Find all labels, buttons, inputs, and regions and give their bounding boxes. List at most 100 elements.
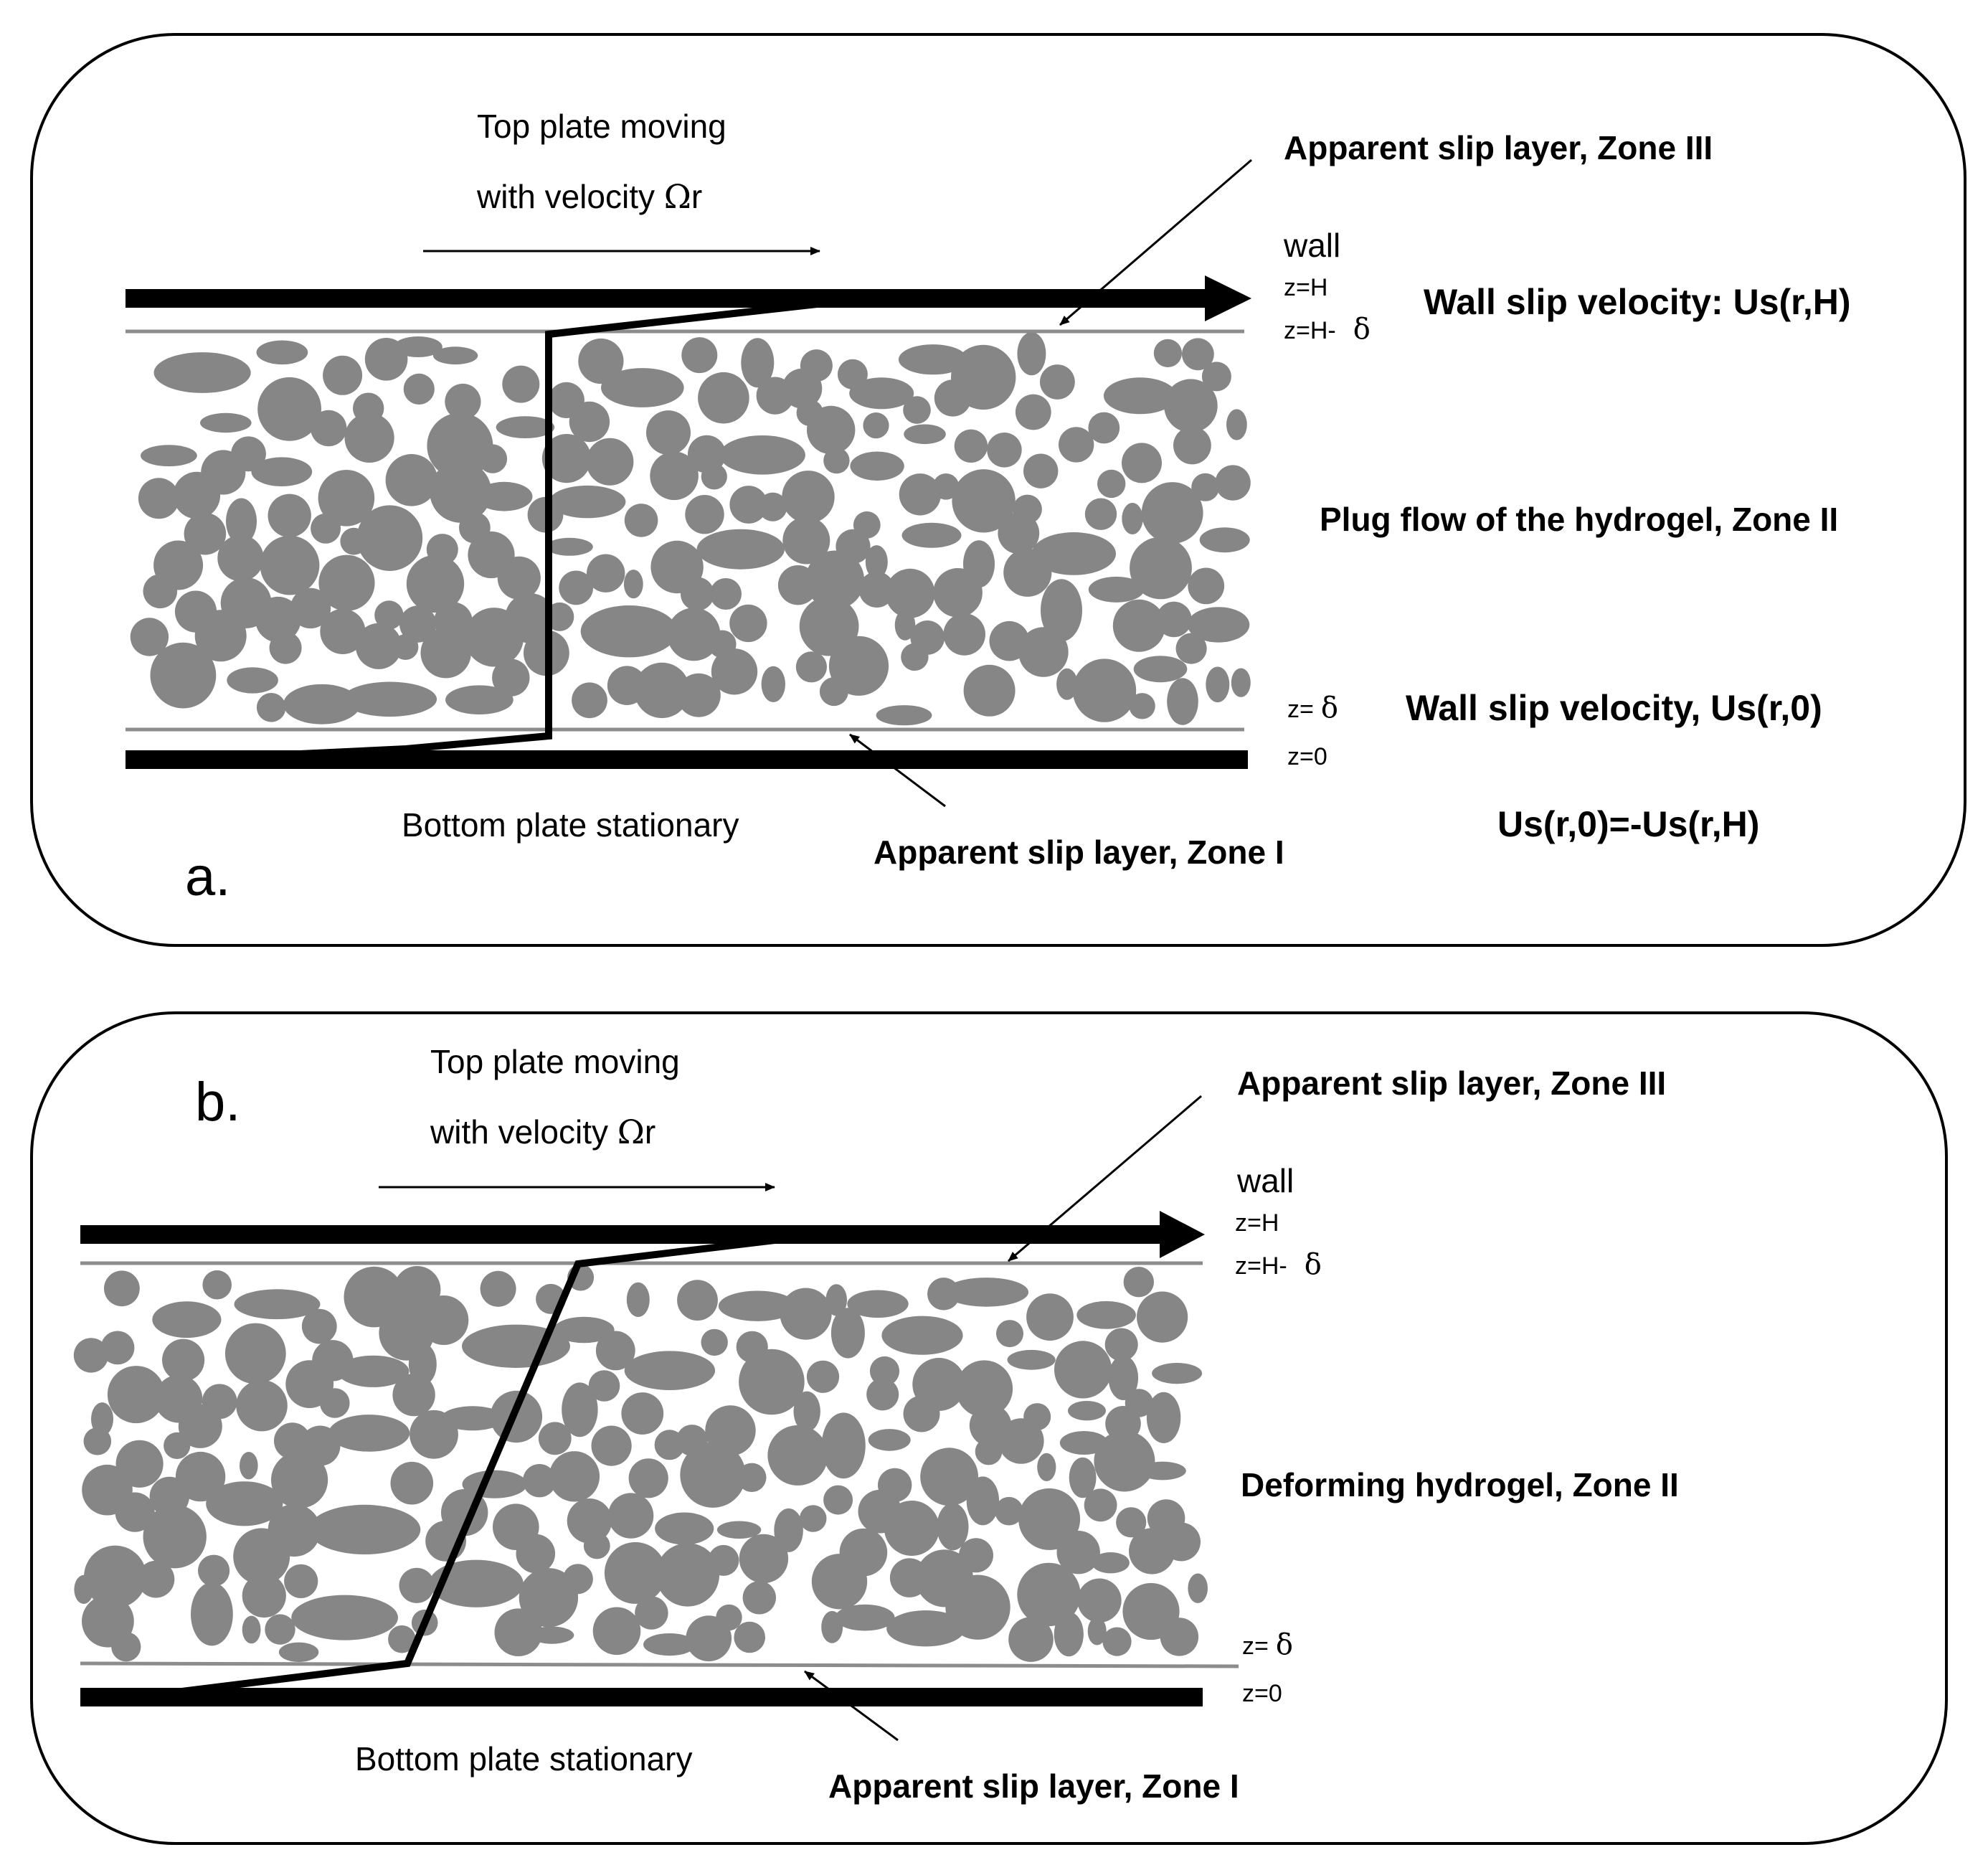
- hydrogel-particle: [445, 383, 481, 420]
- hydrogel-particle: [782, 471, 835, 524]
- hydrogel-particle: [538, 1422, 572, 1455]
- hydrogel-particle: [342, 681, 437, 717]
- hydrogel-particle: [1199, 527, 1250, 553]
- hydrogel-particle: [320, 608, 366, 655]
- hydrogel-particle: [567, 1498, 612, 1544]
- hydrogel-particle: [429, 1559, 524, 1607]
- hydrogel-particle: [1188, 1573, 1208, 1603]
- hydrogel-particle: [202, 1270, 232, 1300]
- hydrogel-particle: [688, 435, 726, 473]
- hydrogel-particle: [865, 545, 888, 579]
- hydrogel-particle: [628, 1458, 668, 1498]
- hydrogel-particle: [492, 658, 530, 697]
- hydrogel-particle: [1054, 1612, 1084, 1657]
- panel-label-a: a.: [185, 846, 230, 907]
- hydrogel-particle: [1018, 1488, 1081, 1550]
- zone1-pointer-arrow-a: [849, 733, 946, 808]
- hydrogel-particle: [399, 1567, 435, 1603]
- hydrogel-particle: [795, 651, 827, 683]
- hydrogel-particle: [1072, 658, 1137, 722]
- hydrogel-particle: [927, 1278, 960, 1311]
- hydrogel-particle: [739, 1349, 805, 1415]
- hydrogel-particle: [710, 578, 742, 610]
- hydrogel-particle: [420, 628, 471, 679]
- hydrogel-particle: [578, 338, 624, 384]
- hydrogel-particle: [1003, 548, 1052, 597]
- hydrogel-particle: [291, 1595, 398, 1640]
- hydrogel-particle: [1160, 1618, 1199, 1656]
- hydrogel-particle: [884, 1501, 939, 1556]
- hydrogel-particle: [154, 1374, 203, 1423]
- hydrogel-particle: [548, 382, 584, 419]
- hydrogel-particle: [227, 667, 278, 694]
- bottom-wall-slip-label-a: Wall slip velocity, Us(r,0): [1406, 688, 1822, 728]
- wall-label-b: wall: [1236, 1162, 1294, 1199]
- hydrogel-particle: [739, 1534, 789, 1584]
- hydrogel-particle: [502, 365, 540, 403]
- hydrogel-particle: [308, 1504, 421, 1554]
- hydrogel-particle: [866, 1378, 899, 1411]
- hydrogel-particle: [1084, 1488, 1117, 1522]
- hydrogel-particle: [285, 1360, 334, 1408]
- hydrogel-particle: [601, 368, 684, 407]
- hydrogel-particle: [780, 1288, 832, 1340]
- hydrogel-particle: [480, 1270, 516, 1307]
- hydrogel-particle: [1040, 364, 1075, 400]
- hydrogel-particles-b: [73, 1264, 1208, 1662]
- hydrogel-particle: [1129, 693, 1155, 719]
- hydrogel-particle: [718, 1290, 797, 1321]
- hydrogel-particle: [943, 613, 985, 656]
- hydrogel-particle: [806, 1360, 840, 1393]
- hydrogel-particle: [587, 554, 625, 592]
- hydrogel-particle: [1167, 678, 1198, 725]
- hydrogel-particle: [782, 516, 830, 565]
- hydrogel-particle: [782, 368, 823, 409]
- hydrogel-particle: [430, 461, 492, 523]
- hydrogel-particle: [708, 630, 737, 658]
- hydrogel-particle: [1133, 656, 1188, 683]
- hydrogel-particle: [655, 1512, 714, 1545]
- hydrogel-particle: [955, 1360, 1013, 1417]
- hydrogel-particle: [549, 1451, 600, 1502]
- hydrogel-particle: [1173, 426, 1211, 465]
- hydrogel-particle: [667, 608, 721, 661]
- lower-slip-layer-line-b: [80, 1661, 1239, 1668]
- hydrogel-particle: [1231, 668, 1251, 697]
- hydrogel-particle: [825, 1284, 847, 1316]
- hydrogel-particle: [954, 429, 988, 463]
- hydrogel-particle: [586, 438, 634, 486]
- hydrogel-particle: [793, 1391, 820, 1432]
- hydrogel-particle: [1088, 576, 1145, 603]
- z-0-label-b: z=0: [1242, 1680, 1282, 1707]
- hydrogel-particle: [220, 577, 272, 628]
- hydrogel-particle: [1122, 503, 1143, 534]
- hydrogel-particle: [963, 664, 1016, 717]
- hydrogel-particle: [173, 471, 221, 519]
- hydrogel-particle: [821, 1412, 866, 1479]
- hydrogel-particle: [432, 346, 478, 365]
- hydrogel-particle: [1084, 498, 1117, 530]
- hydrogel-particle: [819, 677, 848, 707]
- hydrogel-particle: [73, 1338, 109, 1373]
- hydrogel-particle: [268, 494, 311, 537]
- hydrogel-particle: [634, 662, 690, 719]
- z-h-label-a: z=H: [1284, 274, 1327, 301]
- hydrogel-particle: [1104, 1328, 1138, 1361]
- hydrogel-particle: [1139, 1461, 1186, 1481]
- hydrogel-particle: [836, 529, 871, 565]
- hydrogel-particle: [998, 512, 1040, 554]
- hydrogel-particle: [1007, 1349, 1056, 1370]
- hydrogel-particle: [932, 473, 960, 500]
- hydrogel-particle: [478, 444, 508, 473]
- hydrogel-particle: [881, 1316, 963, 1355]
- hydrogel-particle: [74, 1574, 94, 1604]
- hydrogel-particle: [729, 486, 768, 524]
- hydrogel-particle: [823, 1485, 853, 1515]
- hydrogel-particle: [701, 1328, 728, 1356]
- hydrogel-particle: [607, 1493, 654, 1539]
- hydrogel-particle: [224, 1323, 286, 1384]
- hydrogel-particle: [496, 416, 555, 438]
- hydrogel-particle: [1031, 532, 1117, 575]
- hydrogel-particle: [1017, 332, 1046, 376]
- panel-a-frame: [30, 33, 1966, 947]
